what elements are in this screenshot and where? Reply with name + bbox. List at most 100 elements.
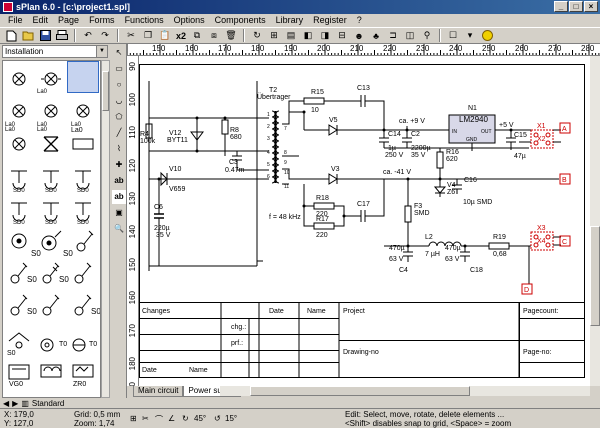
group-icon[interactable]: ⧉ bbox=[193, 30, 201, 40]
scroll-thumb[interactable] bbox=[590, 226, 600, 326]
symbol-label: La0 bbox=[37, 127, 48, 133]
zoom-icon[interactable] bbox=[479, 28, 495, 43]
angle-icon[interactable]: ∠ bbox=[168, 414, 176, 423]
arc-tool-icon[interactable]: ◡ bbox=[115, 96, 123, 105]
scroll-thumb[interactable] bbox=[102, 71, 109, 111]
duplicate-x2-button[interactable]: x2 bbox=[176, 30, 187, 41]
polygon-tool-icon[interactable]: ⬠ bbox=[115, 112, 123, 121]
menu-library[interactable]: Library bbox=[275, 15, 304, 25]
menu-options[interactable]: Options bbox=[173, 15, 205, 25]
person-icon[interactable]: ☻ bbox=[354, 30, 364, 41]
redo-icon[interactable]: ↷ bbox=[101, 30, 109, 40]
symbol-label: T0 bbox=[59, 341, 68, 348]
drawing-canvas[interactable]: R4 100k V12 BYT11 R8 680 C3 0.47m T2 Übe… bbox=[139, 56, 590, 386]
magnet-icon[interactable]: ⌒ bbox=[155, 415, 163, 424]
parts-list-icon[interactable]: ⊞ bbox=[270, 30, 278, 40]
page-icon[interactable]: ☐ bbox=[448, 30, 458, 40]
label-c4-cap: 470µ bbox=[389, 245, 405, 252]
menu-functions[interactable]: Functions bbox=[124, 15, 164, 25]
library-nav-left-icon[interactable]: ◀ bbox=[3, 398, 10, 408]
rotate-step-icon[interactable]: ↺ bbox=[214, 414, 221, 423]
binoculars-icon[interactable]: ⚲ bbox=[423, 30, 431, 40]
component-icon[interactable]: ▤ bbox=[286, 30, 296, 40]
copy-icon[interactable]: ❐ bbox=[143, 30, 153, 40]
bring-front-icon[interactable]: ◧ bbox=[303, 30, 313, 40]
refresh-icon[interactable]: ↻ bbox=[253, 30, 261, 40]
line-tool-icon[interactable]: ╱ bbox=[116, 128, 122, 137]
menu-edit[interactable]: Edit bbox=[32, 15, 49, 25]
align-icon[interactable]: ⊟ bbox=[338, 30, 346, 40]
symbol-label: SD0 bbox=[13, 188, 25, 194]
grid-icon[interactable]: ⊞ bbox=[130, 414, 137, 423]
page-dropdown-icon[interactable]: ▾ bbox=[467, 30, 473, 40]
undo-icon[interactable]: ↶ bbox=[84, 30, 92, 40]
scroll-thumb[interactable] bbox=[250, 386, 470, 396]
close-button[interactable]: × bbox=[584, 1, 598, 12]
menu-help[interactable]: ? bbox=[356, 15, 362, 25]
ruler-number: 160 bbox=[185, 44, 199, 53]
library-book-icon[interactable]: ▥ bbox=[21, 398, 29, 408]
label-r15: R15 bbox=[311, 89, 324, 96]
library-standard-label[interactable]: Standard bbox=[31, 398, 65, 408]
rectangle-tool-icon[interactable]: ▭ bbox=[115, 64, 123, 73]
send-back-icon[interactable]: ◨ bbox=[320, 30, 330, 40]
print-icon[interactable] bbox=[54, 28, 70, 43]
image-tool-icon[interactable]: ▣ bbox=[115, 208, 123, 217]
library-scrollbar[interactable] bbox=[101, 60, 110, 398]
capture-icon[interactable]: ◫ bbox=[405, 30, 415, 40]
ellipse-tool-icon[interactable]: ○ bbox=[116, 80, 122, 89]
textbox-tool-icon[interactable]: ab bbox=[112, 190, 126, 204]
connector-icon[interactable]: ⊐ bbox=[389, 30, 397, 40]
cut-icon[interactable]: ✂ bbox=[127, 30, 135, 40]
pin-11: 11 bbox=[284, 184, 289, 190]
label-c15: C15 bbox=[514, 132, 527, 139]
symbol-label: SD0 bbox=[45, 220, 57, 226]
zoom-tool-icon[interactable]: 🔍 bbox=[114, 224, 124, 233]
ruler-number: 270 bbox=[548, 44, 562, 53]
open-folder-icon[interactable] bbox=[20, 28, 36, 43]
label-gnd: GND bbox=[466, 137, 478, 143]
vertical-scrollbar[interactable] bbox=[590, 56, 600, 386]
snap-icon[interactable]: ✂ bbox=[142, 414, 149, 423]
ruler-number: 210 bbox=[350, 44, 364, 53]
menu-file[interactable]: File bbox=[8, 15, 23, 25]
status-angle1[interactable]: 45° bbox=[194, 414, 207, 423]
library-icon[interactable]: ♣ bbox=[373, 30, 379, 41]
ungroup-icon[interactable]: ⧈ bbox=[211, 30, 217, 40]
library-select[interactable]: Installation ▼ bbox=[2, 45, 108, 58]
symbol-label: La0 bbox=[5, 127, 16, 133]
maximize-button[interactable]: □ bbox=[569, 1, 583, 12]
select-arrow-icon[interactable]: ↖ bbox=[115, 48, 123, 57]
chevron-down-icon[interactable]: ▼ bbox=[96, 46, 107, 57]
paste-icon[interactable]: 📋 bbox=[159, 30, 171, 40]
junction-tool-icon[interactable]: ✚ bbox=[115, 160, 123, 169]
window-title: sPlan 6.0 - [c:\project1.spl] bbox=[16, 2, 131, 12]
minimize-button[interactable]: _ bbox=[554, 1, 568, 12]
label-in: IN bbox=[452, 129, 457, 135]
save-icon[interactable] bbox=[37, 28, 53, 43]
titleblock-date: Date bbox=[269, 308, 284, 315]
new-file-icon[interactable] bbox=[3, 28, 19, 43]
ruler-number: 150 bbox=[128, 258, 137, 272]
ruler-number: 180 bbox=[251, 44, 265, 53]
rotate-icon[interactable]: ↻ bbox=[182, 414, 189, 423]
menu-register[interactable]: Register bbox=[313, 15, 347, 25]
status-angle2[interactable]: 15° bbox=[225, 414, 238, 423]
menu-forms[interactable]: Forms bbox=[89, 15, 115, 25]
polyline-tool-icon[interactable]: ⌇ bbox=[117, 144, 121, 153]
tab-main-circuit[interactable]: Main circuit bbox=[133, 386, 184, 397]
titleblock-name2: Name bbox=[189, 367, 208, 374]
label-frequency: f = 48 kHz bbox=[269, 214, 301, 221]
symbol-label: S0 bbox=[59, 275, 69, 284]
menu-components[interactable]: Components bbox=[214, 15, 266, 25]
library-nav-right-icon[interactable]: ▶ bbox=[12, 398, 19, 408]
horizontal-scrollbar[interactable] bbox=[220, 386, 590, 396]
label-c6-voltage: 35 V bbox=[156, 232, 171, 239]
ruler-number: 180 bbox=[128, 357, 137, 371]
symbol-label: SD0 bbox=[77, 220, 89, 226]
delete-icon[interactable]: 🗑 bbox=[225, 30, 237, 40]
text-tool-icon[interactable]: ab bbox=[114, 176, 124, 185]
menu-page[interactable]: Page bbox=[58, 15, 80, 25]
symbol-selected[interactable] bbox=[67, 61, 99, 93]
symbol-label: ZR0 bbox=[73, 381, 87, 388]
